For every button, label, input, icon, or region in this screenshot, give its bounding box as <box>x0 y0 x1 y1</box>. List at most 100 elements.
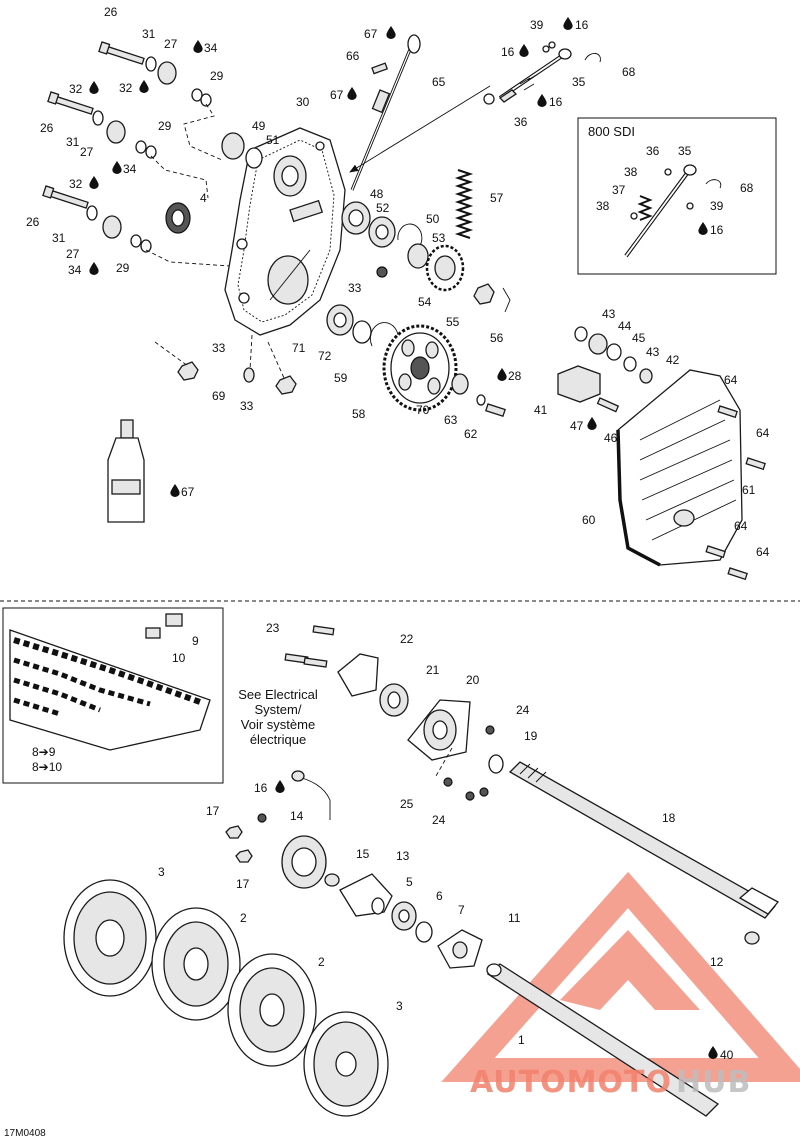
gear-58 <box>382 324 458 412</box>
arrow-icon <box>349 85 491 173</box>
bolt-46 <box>596 397 620 413</box>
callout-65: 65 <box>432 75 446 89</box>
part-42 <box>639 368 653 384</box>
callout-23: 23 <box>266 621 280 635</box>
nut-25a <box>443 777 453 787</box>
bolt-62 <box>485 403 506 418</box>
callout-11: 11 <box>508 911 521 925</box>
oil-bottle <box>107 419 145 523</box>
nut-17a <box>257 813 267 823</box>
callout-26: 26 <box>40 121 54 135</box>
callout-16: 16 <box>549 95 563 109</box>
callout-32: 32 <box>69 177 83 191</box>
callout-20: 20 <box>466 673 480 687</box>
ring-72 <box>352 320 372 344</box>
callout-3: 3 <box>396 999 403 1013</box>
callout-70: 70 <box>416 403 430 417</box>
callout-18: 18 <box>662 811 676 825</box>
callout-63: 63 <box>444 413 458 427</box>
callout-27: 27 <box>80 145 94 159</box>
guide-line <box>150 155 209 199</box>
bolt-64c <box>705 545 726 559</box>
nut-55 <box>473 283 495 305</box>
track-section <box>9 613 211 751</box>
callout-67: 67 <box>330 88 344 102</box>
callout-56: 56 <box>490 331 504 345</box>
drop-icon <box>563 17 573 30</box>
callout-32: 32 <box>119 81 133 95</box>
nut-24a <box>485 725 495 735</box>
nut-24b <box>479 787 489 797</box>
callout-16: 16 <box>254 781 268 795</box>
drop-icon <box>139 80 149 93</box>
ring-5 <box>371 897 385 915</box>
callout-49: 49 <box>252 119 266 133</box>
callout-21: 21 <box>426 663 440 677</box>
drop-icon <box>698 222 708 235</box>
flange-13 <box>339 873 393 917</box>
plug-69 <box>243 367 255 383</box>
nut-17c <box>235 849 253 863</box>
drop-icon <box>112 161 122 174</box>
callout-41: 41 <box>534 403 548 417</box>
callout-36: 36 <box>646 144 660 158</box>
callout-27: 27 <box>164 37 178 51</box>
drop-icon <box>708 1046 718 1059</box>
callout-39: 39 <box>710 199 724 213</box>
callout-36: 36 <box>514 115 528 129</box>
callout-34: 34 <box>123 162 137 176</box>
callout-3: 3 <box>158 865 165 879</box>
callout-64: 64 <box>734 519 748 533</box>
callout-64: 64 <box>756 545 770 559</box>
callout-48: 48 <box>370 187 384 201</box>
drop-icon <box>170 484 180 497</box>
callout-59: 59 <box>334 371 348 385</box>
drop-icon <box>519 44 529 57</box>
tensioner-41 <box>557 365 601 403</box>
nut-33c <box>275 375 297 395</box>
callout-17: 17 <box>206 804 220 818</box>
callout-57: 57 <box>490 191 504 205</box>
callout-35: 35 <box>678 144 692 158</box>
callout-29: 29 <box>116 261 130 275</box>
callout-26: 26 <box>104 5 118 19</box>
nut-25b <box>465 791 475 801</box>
part-15 <box>324 873 340 887</box>
watermark-text-secondary: HUB <box>676 1065 751 1100</box>
chaincase-cover-61 <box>616 369 743 567</box>
box-800sdi <box>577 117 777 275</box>
callout-69: 69 <box>212 389 226 403</box>
sprocket-3b <box>303 1011 389 1117</box>
cotter-pin-56 <box>502 287 511 313</box>
washer-43b <box>623 356 637 372</box>
spring-57 <box>454 169 474 239</box>
callout-6: 6 <box>436 889 443 903</box>
callout-68: 68 <box>740 181 754 195</box>
plug-12 <box>744 931 760 945</box>
watermark-text: AUTOMOTO HUB <box>470 1065 751 1100</box>
callout-67: 67 <box>364 27 378 41</box>
ring-19 <box>488 754 504 774</box>
callout-25: 25 <box>400 797 414 811</box>
callout-51: 51 <box>266 133 280 147</box>
spacer-53 <box>407 243 429 269</box>
callout-61: 61 <box>742 483 756 497</box>
box-track <box>2 607 224 784</box>
track-ref-9: 8➔9 <box>32 745 56 759</box>
seal-51 <box>245 147 263 169</box>
washer-36 <box>483 93 495 105</box>
callout-47: 47 <box>570 419 584 433</box>
drop-icon <box>89 176 99 189</box>
callout-39: 39 <box>530 18 544 32</box>
callout-12: 12 <box>710 955 724 969</box>
drop-icon <box>587 417 597 430</box>
figure-code: 17M0408 <box>4 1128 46 1139</box>
nut-33 <box>376 266 388 278</box>
sprocket-2a <box>151 907 241 1021</box>
guide-line <box>145 249 231 267</box>
bearing-44 <box>588 333 608 355</box>
callout-16: 16 <box>575 18 589 32</box>
drop-icon <box>347 87 357 100</box>
